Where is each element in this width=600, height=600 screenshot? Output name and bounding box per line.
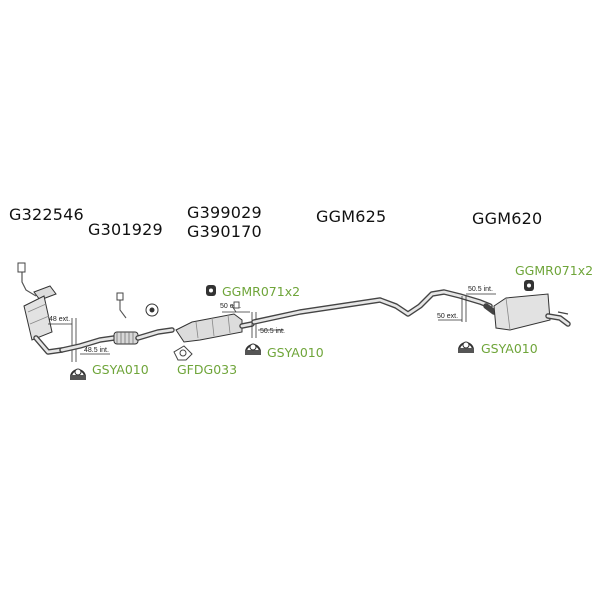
accessory-label-clamp-rear[interactable]: GSYA010 [481,341,538,356]
accessory-label-rubber-mount-centre[interactable]: GGMR071x2 [222,284,301,299]
downpipe-catalyst-part[interactable] [17,262,65,355]
rubber-mount-icon[interactable] [524,280,534,291]
clamp-icon[interactable] [70,368,86,380]
dimension-marker [438,293,496,322]
dimension-marker [48,318,110,362]
gasket-icon[interactable] [173,345,193,361]
dimension-label: 48 ext. [49,316,71,323]
centre-pipe-part[interactable] [251,289,493,325]
dimension-label: 50.5 int. [468,286,493,293]
part-label-rear-silencer[interactable]: GGM620 [472,209,543,228]
part-label-downpipe-cat[interactable]: G322546 [9,205,84,224]
part-label-dpf-b[interactable]: G390170 [187,222,262,241]
dimension-marker [222,311,284,338]
accessory-label-rubber-mount-rear[interactable]: GGMR071x2 [515,263,594,278]
dimension-label: 50.5 int. [260,328,285,335]
dimension-label: 50 ext. [220,303,242,310]
accessory-label-clamp-front[interactable]: GSYA010 [92,362,149,377]
accessory-label-gasket[interactable]: GFDG033 [177,362,238,377]
clamp-icon[interactable] [245,343,261,355]
rubber-mount-icon[interactable] [206,285,216,296]
dimension-label: 50 ext. [437,313,459,320]
part-label-centre-pipe[interactable]: GGM625 [316,207,387,226]
accessory-label-clamp-centre[interactable]: GSYA010 [267,345,324,360]
part-label-dpf-a[interactable]: G399029 [187,203,262,222]
flex-pipe-part[interactable] [59,292,175,353]
rear-silencer-part[interactable] [483,293,571,331]
clamp-icon[interactable] [458,341,474,353]
dimension-label: 48.5 int. [84,347,109,354]
part-label-flex-pipe[interactable]: G301929 [88,220,163,239]
dpf-part[interactable] [175,301,255,343]
